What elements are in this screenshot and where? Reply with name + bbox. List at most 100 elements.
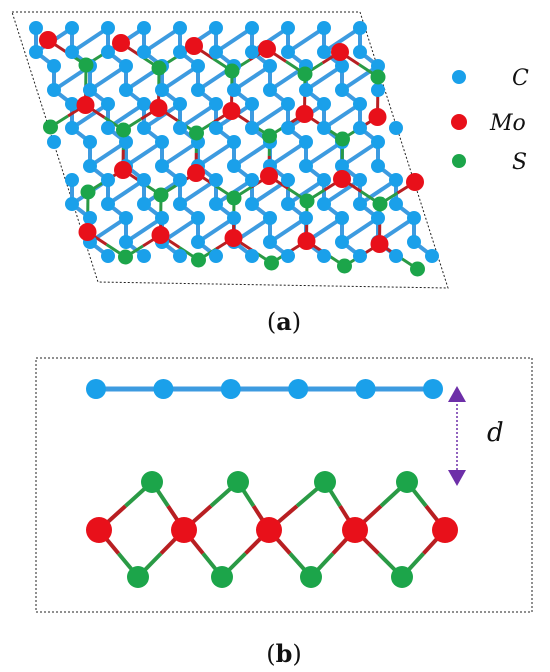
carbon-atom: [317, 97, 331, 111]
carbon-atom-side: [355, 379, 376, 399]
sulfur-atom: [226, 190, 242, 206]
carbon-atom: [317, 21, 331, 35]
carbon-atom: [119, 135, 133, 149]
molybdenum-atom-side: [432, 517, 458, 543]
carbon-atom: [407, 235, 421, 249]
carbon-atom: [83, 159, 97, 173]
c-c-bond: [340, 216, 380, 244]
carbon-atom: [389, 197, 403, 211]
carbon-atom: [335, 211, 349, 225]
carbon-atom: [263, 211, 277, 225]
sulfur-atom: [410, 261, 425, 277]
side-view-frame: [35, 357, 533, 613]
c-c-bond: [322, 26, 362, 54]
carbon-atom: [65, 97, 79, 111]
molybdenum-atom: [224, 229, 243, 247]
carbon-atom: [173, 21, 187, 35]
molybdenum-atom: [151, 226, 170, 244]
carbon-atom: [209, 121, 223, 135]
sulfur-atom: [118, 249, 133, 265]
carbon-atom: [299, 135, 313, 149]
carbon-atom: [317, 197, 331, 211]
carbon-atom: [29, 21, 43, 35]
carbon-atom: [407, 211, 421, 225]
carbon-atom: [227, 83, 241, 97]
carbon-atom-side: [423, 379, 443, 399]
molybdenum-atom-side: [342, 517, 368, 543]
molybdenum-atom: [149, 99, 168, 117]
molybdenum-atom: [370, 235, 389, 253]
sulfur-atom: [78, 57, 94, 73]
carbon-atom: [245, 45, 259, 59]
sulfur-atom: [189, 125, 204, 141]
legend-label-s: S: [512, 150, 527, 175]
c-c-bond: [250, 102, 290, 130]
carbon-atom: [65, 45, 79, 59]
c-c-bond: [124, 216, 164, 244]
sulfur-atom: [335, 131, 350, 147]
molybdenum-atom-side: [256, 517, 282, 543]
carbon-atom: [245, 97, 259, 111]
molybdenum-atom: [331, 43, 349, 61]
carbon-atom: [299, 211, 313, 225]
carbon-atom-side: [86, 379, 106, 399]
carbon-atom: [245, 249, 259, 263]
carbon-atom: [281, 249, 295, 263]
sulfur-atom-bottom: [391, 566, 413, 588]
carbon-atom: [281, 45, 295, 59]
carbon-atom: [155, 135, 169, 149]
carbon-atom: [209, 21, 223, 35]
c-c-bond: [178, 102, 218, 130]
mos2-layer-side: [86, 471, 458, 588]
sulfur-atom: [116, 122, 131, 138]
sulfur-atom: [151, 60, 167, 76]
legend: C Mo S: [451, 66, 529, 175]
carbon-atom: [209, 173, 223, 187]
carbon-atom: [245, 21, 259, 35]
sulfur-atom: [153, 187, 169, 203]
carbon-atom: [83, 135, 97, 149]
molybdenum-atom: [78, 223, 97, 241]
c-c-bond: [214, 26, 254, 54]
sulfur-atom: [299, 193, 315, 209]
carbon-atom: [371, 211, 385, 225]
carbon-atom: [155, 159, 169, 173]
molybdenum-atom: [333, 170, 351, 188]
c-c-bond: [88, 64, 128, 92]
carbon-atom: [389, 121, 403, 135]
c-c-bond: [106, 178, 146, 206]
mos2-atoms: [39, 31, 425, 277]
carbon-atom: [245, 197, 259, 211]
carbon-atom: [137, 21, 151, 35]
c-c-bond: [268, 140, 308, 168]
c-c-bond: [358, 178, 398, 206]
carbon-atom: [173, 249, 187, 263]
carbon-atom: [371, 159, 385, 173]
carbon-atom: [281, 121, 295, 135]
molybdenum-atom: [185, 37, 203, 55]
carbon-atom: [137, 197, 151, 211]
carbon-atom: [101, 45, 115, 59]
unit-cell-outline: [11, 11, 449, 289]
sulfur-atom: [337, 258, 352, 274]
carbon-atom: [353, 249, 367, 263]
legend-label-c: C: [512, 66, 529, 91]
molybdenum-atom: [112, 34, 130, 52]
carbon-atom: [101, 197, 115, 211]
molybdenum-atom: [76, 96, 95, 114]
sulfur-atom: [80, 184, 96, 200]
arrow-head-down: [448, 470, 466, 486]
carbon-atom: [371, 83, 385, 97]
carbon-atom: [335, 159, 349, 173]
molybdenum-atom: [222, 102, 241, 120]
sulfur-atom-top: [396, 471, 418, 493]
carbon-atom: [209, 249, 223, 263]
carbon-atom: [227, 135, 241, 149]
carbon-atom: [65, 21, 79, 35]
legend-swatch-s: [452, 154, 466, 168]
carbon-atom: [173, 121, 187, 135]
carbon-atom: [173, 97, 187, 111]
sulfur-atom-top: [227, 471, 249, 493]
molybdenum-atom: [297, 232, 316, 250]
